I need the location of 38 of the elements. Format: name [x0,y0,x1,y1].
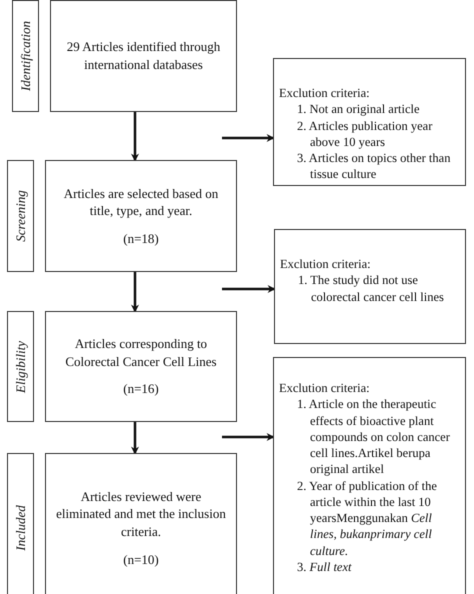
process-text: Articles reviewed were eliminated and met the inclusion criteria. [55,488,227,541]
process-text: 29 Articles identified through international databases [66,38,222,74]
arrow [222,433,275,441]
stage-label-box [12,0,39,112]
count-text: (n=16) [123,380,159,398]
process-text: Articles are selected based on title, type, and year. [62,184,220,220]
stage-label-box [7,453,34,594]
criteria-item: 2. Articles publication year above 10 years [296,118,434,150]
arrow [222,134,275,142]
count-text: (n=10) [123,550,159,568]
arrow [131,272,139,313]
stage-label: Eligibility [12,340,28,392]
criteria-item: 2. Year of publication of the article within the last 10 yearsMenggunakan Cell lines, bukanprimary cell culture. [296,478,438,559]
arrow [131,422,139,455]
process-box [50,0,237,112]
criteria-heading: Exclution criteria: [280,256,372,272]
criteria-item: 1. Not an original article [296,101,421,118]
exclusion-box [273,58,466,186]
process-box [45,453,237,594]
stage-label-box [7,311,34,422]
count-text: (n=18) [123,230,159,248]
stage-label: Included [12,505,28,551]
process-box [45,160,237,272]
process-box [45,311,237,422]
criteria-item: 1. Article on the therapeutic effects of bioactive plant compounds on colon cancer cell lines.Artikel berupa original artikel [296,396,451,478]
criteria-item: 3. Full text [296,558,353,575]
stage-label: Screening [12,190,28,242]
criteria-heading: Exclution criteria: [279,85,371,102]
arrow [222,285,276,293]
stage-label-box [7,160,34,272]
exclusion-box [274,229,466,344]
criteria-heading: Exclution criteria: [279,380,371,396]
stage-label: Identification [18,20,34,92]
criteria-item: 3. Articles on topics other than tissue culture [296,150,452,182]
arrow [131,112,139,162]
criteria-item: 1. The study did not use colorectal cancer cell lines [297,272,445,305]
process-text: Articles corresponding to Colorectal Cancer Cell Lines [64,335,218,370]
exclusion-box [273,357,466,594]
